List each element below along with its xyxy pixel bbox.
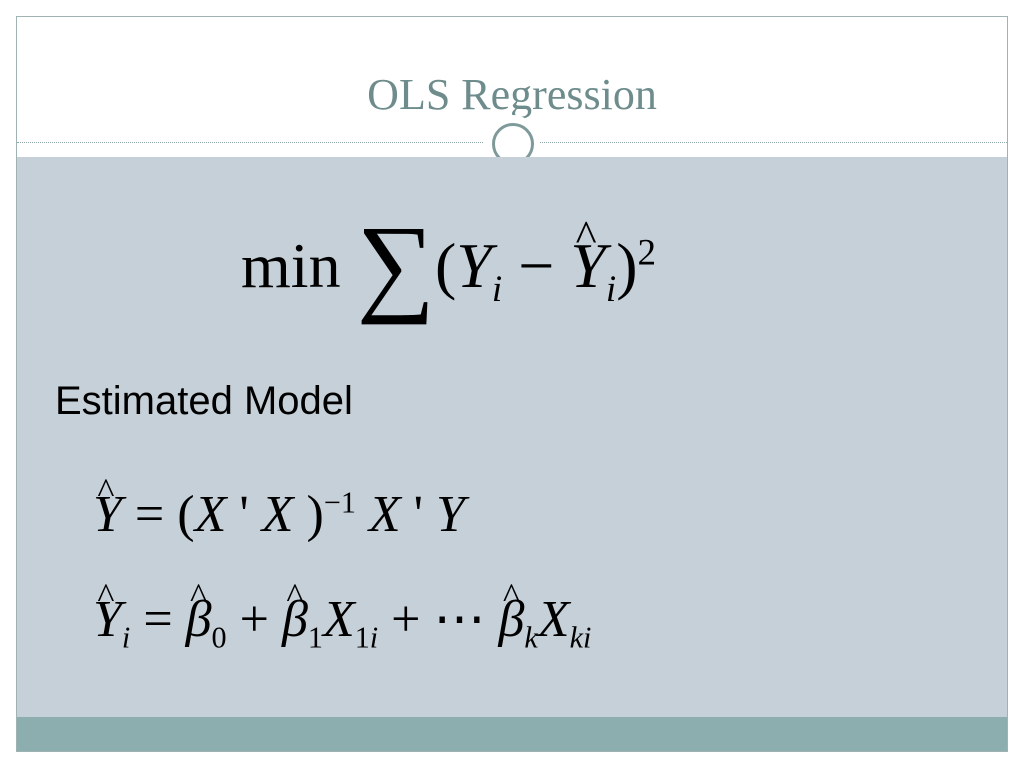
estimated-model-heading: Estimated Model (55, 379, 353, 423)
slide-frame: OLS Regression min ∑(Yi − Yi)2 Estimated… (16, 16, 1008, 752)
linear-model-equation: Yi = β0 + β1X1i + ⋯ βkXki (93, 575, 591, 655)
slide-title: OLS Regression (367, 70, 657, 119)
objective-equation: min ∑(Yi − Yi)2 (241, 201, 656, 328)
footer-bar (17, 717, 1007, 751)
matrix-equation: Y = (X ' X )−1 X ' Y (93, 470, 465, 544)
